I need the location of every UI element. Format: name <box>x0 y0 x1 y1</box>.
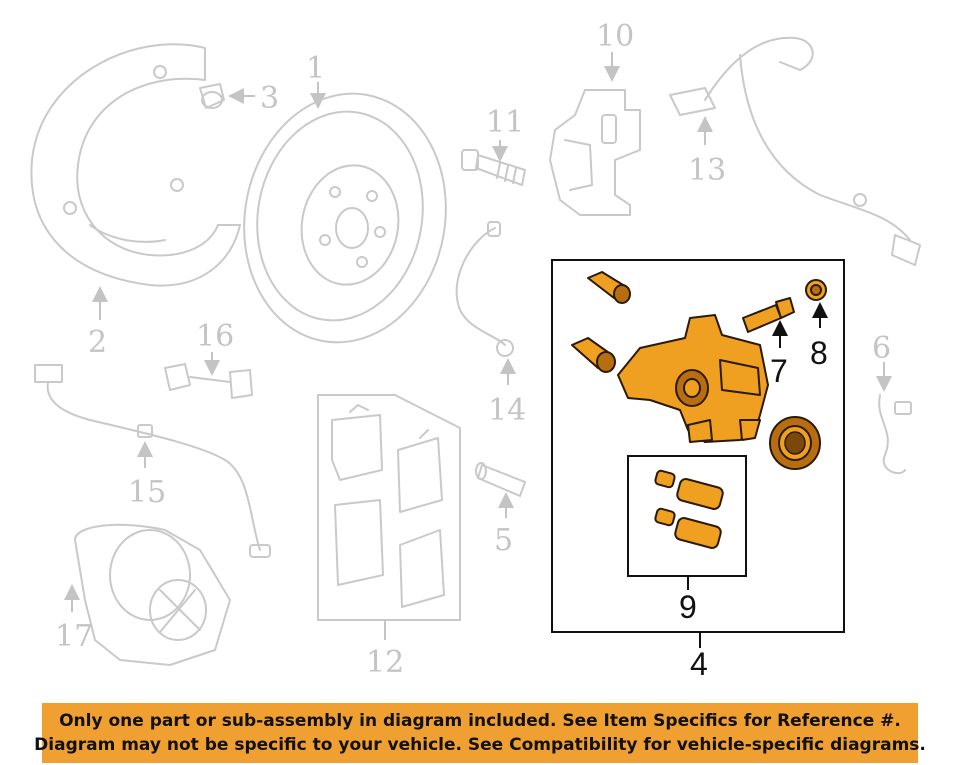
guide-bushing-upper <box>587 271 631 304</box>
callout-10: 10 <box>596 19 634 54</box>
disclaimer-banner: Only one part or sub-assembly in diagram… <box>34 703 926 763</box>
callout-7: 7 <box>770 353 788 389</box>
bushing-kit-frame <box>627 455 747 577</box>
callout-16: 16 <box>196 319 234 354</box>
caliper-bracket <box>549 89 641 216</box>
shield-bolt <box>199 83 225 109</box>
brake-hose <box>455 221 514 357</box>
callout-14: 14 <box>488 393 526 428</box>
disclaimer-line-1: Only one part or sub-assembly in diagram… <box>59 711 901 731</box>
brake-pad-set <box>317 394 461 621</box>
bushing-kit <box>654 469 724 549</box>
piston-seal <box>769 416 821 470</box>
callout-5: 5 <box>494 523 513 558</box>
callout-17: 17 <box>55 619 93 654</box>
callout-3: 3 <box>260 81 279 116</box>
callout-4: 4 <box>690 646 708 682</box>
caliper-assembly-frame <box>551 259 845 633</box>
wear-sensor-wire <box>669 36 921 266</box>
abs-sensor-wire <box>34 364 271 558</box>
callout-11: 11 <box>486 105 524 140</box>
callout-15: 15 <box>128 475 166 510</box>
guide-pin <box>475 462 526 497</box>
parking-brake-motor <box>74 523 231 666</box>
dust-shield <box>30 43 241 287</box>
callout-2: 2 <box>88 325 107 360</box>
brake-parts-diagram: 2 3 1 11 10 13 <box>30 19 921 682</box>
callout-12: 12 <box>366 645 404 680</box>
bleeder-cap <box>805 279 827 301</box>
callout-8: 8 <box>810 335 828 371</box>
callout-6: 6 <box>872 331 891 366</box>
caliper-bolt <box>461 149 526 186</box>
connector <box>164 363 253 399</box>
disclaimer-line-2: Diagram may not be specific to your vehi… <box>34 735 926 755</box>
brake-caliper <box>617 314 769 443</box>
callout-13: 13 <box>688 153 726 188</box>
callout-1: 1 <box>306 51 325 86</box>
caliper-guide-pin <box>742 297 795 333</box>
brake-rotor <box>243 92 447 344</box>
pad-wear-sensor <box>878 394 912 475</box>
callout-9: 9 <box>679 589 697 625</box>
guide-bushing-lower <box>571 337 616 373</box>
